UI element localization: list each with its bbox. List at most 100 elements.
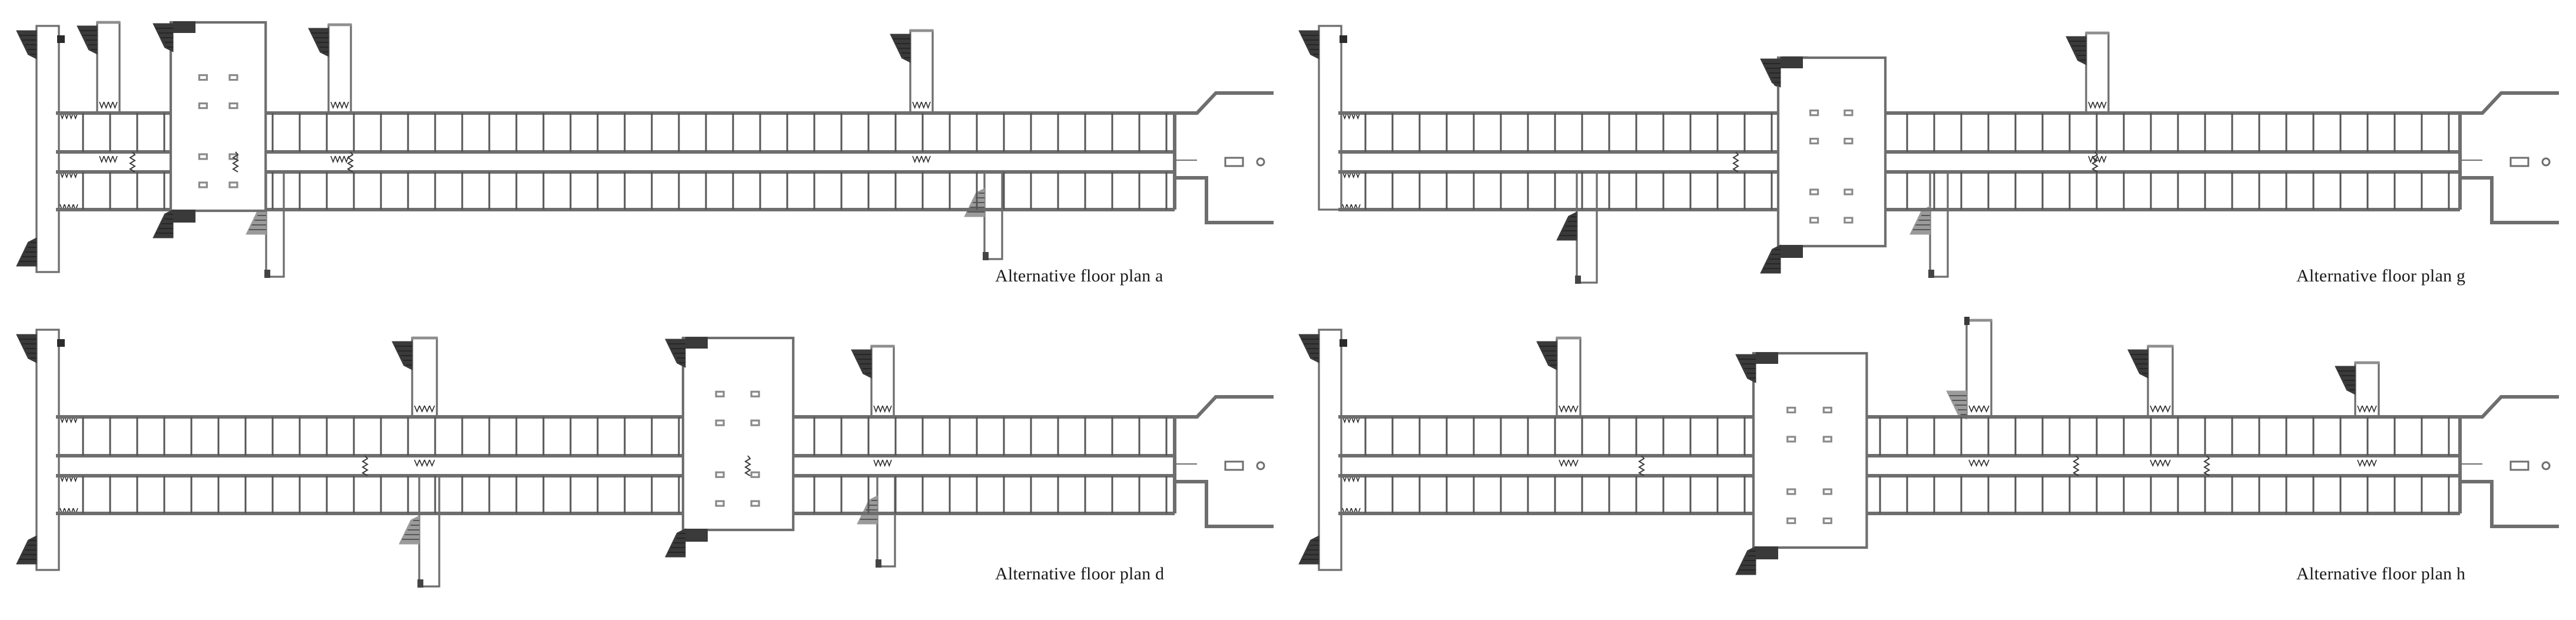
core-fixture-dot — [198, 102, 208, 110]
wall-break-mark — [330, 155, 349, 164]
core-fixture-dot — [1809, 138, 1819, 145]
corridor-link-zigzag — [347, 151, 354, 173]
end-door-rect — [1224, 460, 1244, 471]
corridor-band-lower — [1338, 170, 2460, 211]
core-fixture-dot — [1844, 217, 1854, 224]
wall-break-mark — [2150, 405, 2171, 413]
core-fixture-dot — [750, 471, 760, 478]
wall-break-mark — [2357, 459, 2377, 468]
core-stair-bottom-block — [1781, 245, 1803, 258]
stair-icon-dark — [1735, 354, 1756, 383]
wing-foot-marker — [417, 579, 423, 588]
stair-icon-dark — [2127, 349, 2149, 379]
panel-caption-d: Alternative floor plan d — [995, 564, 1165, 583]
left-shaft — [1318, 329, 1342, 571]
core-fixture-dot — [715, 471, 725, 478]
stair-icon-dark — [665, 339, 686, 368]
wing-foot-marker — [876, 559, 881, 568]
stair-icon-dark — [1298, 535, 1320, 565]
wing-up-2 — [1965, 319, 1992, 418]
stair-icon-dark — [851, 349, 872, 379]
core-fixture-dot — [1844, 138, 1854, 145]
stair-icon-dark — [1298, 334, 1320, 363]
core-fixture-dot — [228, 181, 238, 188]
corridor-band-lower — [1338, 474, 2460, 515]
core-fixture-dot — [198, 74, 208, 81]
wing-down-2 — [1929, 171, 1949, 278]
corridor-band-upper — [1338, 415, 2460, 457]
wing-up-1 — [1556, 336, 1582, 418]
shaft-marker-icon — [57, 35, 65, 43]
wall-break-mark — [912, 101, 931, 110]
left-shaft — [1318, 25, 1342, 211]
core-fixture-dot — [1809, 217, 1819, 224]
core-fixture-dot — [1822, 406, 1832, 413]
stair-icon-dark — [1735, 546, 1756, 575]
core-stair-bottom-block — [173, 210, 195, 223]
left-shaft — [35, 25, 60, 273]
wing-foot-marker — [983, 252, 989, 260]
stair-icon-dark — [308, 28, 329, 57]
core-fixture-dot — [1809, 110, 1819, 117]
core-fixture-dot — [198, 181, 208, 188]
service-core — [1752, 352, 1868, 549]
wall-break-mark — [912, 155, 931, 164]
stair-icon-light — [1909, 205, 1931, 235]
wing-down-2 — [876, 475, 896, 568]
floor-plan-d — [0, 312, 1287, 606]
stair-icon-dark — [1556, 211, 1577, 241]
wing-down-1 — [1576, 171, 1598, 284]
stair-icon-light — [1946, 390, 1967, 420]
core-fixture-dot — [1786, 517, 1796, 525]
corridor-link-zigzag — [1732, 151, 1739, 173]
core-stair-top-block — [1756, 352, 1778, 364]
stair-icon-light — [399, 515, 420, 545]
core-fixture-dot — [750, 419, 760, 426]
stair-icon-dark — [2335, 366, 2356, 395]
wall-break-mark — [2357, 405, 2377, 413]
stair-icon-dark — [152, 23, 174, 52]
stair-icon-dark — [16, 535, 37, 565]
wing-up-1 — [411, 336, 438, 418]
core-fixture-dot — [1786, 436, 1796, 443]
wall-break-mark — [1559, 459, 1579, 468]
end-door-rect — [2509, 157, 2529, 167]
right-end-cap — [1173, 395, 1274, 528]
wall-break-mark — [1559, 405, 1579, 413]
core-fixture-dot — [750, 390, 760, 397]
corridor-link-zigzag — [2073, 455, 2080, 476]
wing-down-1 — [418, 475, 440, 588]
core-fixture-dot — [1786, 406, 1796, 413]
service-core — [681, 336, 795, 532]
end-door-circle — [1256, 461, 1265, 470]
core-stair-bottom-block — [685, 529, 708, 542]
wall-break-mark — [99, 101, 118, 110]
service-core — [1776, 56, 1887, 248]
stair-icon-dark — [16, 30, 37, 59]
stair-icon-light — [857, 495, 878, 525]
stair-icon-dark — [890, 34, 911, 63]
corridor-band-upper — [56, 415, 1175, 457]
stair-icon-dark — [2066, 36, 2087, 65]
floor-plan-a — [0, 0, 1287, 294]
wing-up-2 — [327, 23, 352, 114]
wing-foot-marker — [1575, 276, 1581, 284]
right-end-cap — [1173, 91, 1274, 224]
core-stair-top-block — [1781, 57, 1803, 68]
core-stair-top-block — [173, 21, 195, 33]
wing-up-3 — [909, 29, 934, 114]
corridor-link-zigzag — [744, 455, 751, 476]
core-fixture-dot — [228, 102, 238, 110]
end-door-circle — [2541, 157, 2551, 167]
stair-icon-dark — [152, 209, 174, 238]
core-stair-top-block — [685, 337, 708, 349]
wing-foot-marker — [1928, 270, 1934, 278]
core-fixture-dot — [1822, 488, 1832, 495]
end-door-circle — [2541, 461, 2551, 470]
stair-icon-light — [964, 188, 985, 217]
corridor-link-zigzag — [1638, 455, 1645, 476]
core-fixture-dot — [750, 500, 760, 507]
wing-cap-marker — [1964, 317, 1970, 325]
floor-plan-h — [1288, 312, 2576, 606]
